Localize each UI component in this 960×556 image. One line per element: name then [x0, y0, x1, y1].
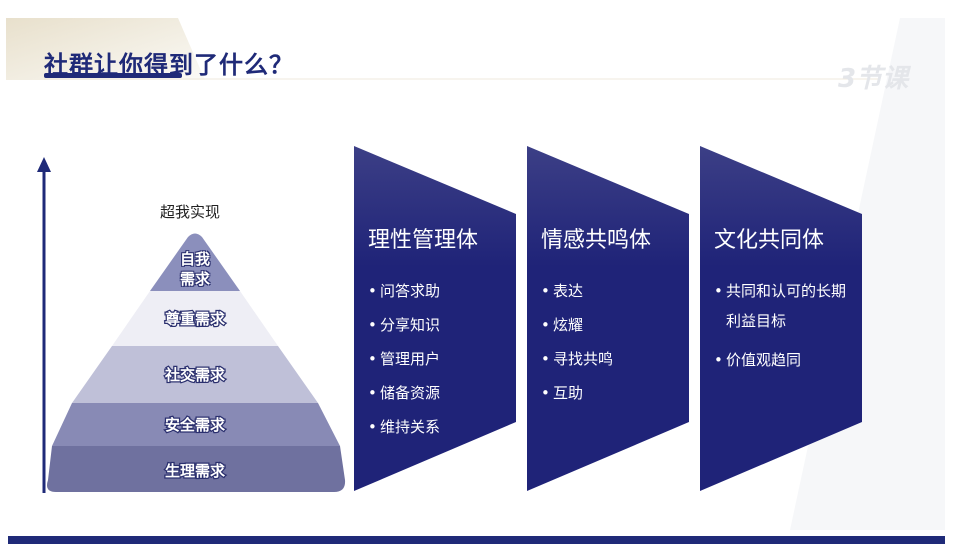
footer-bar: [8, 536, 945, 544]
title-underline: [44, 73, 182, 78]
list-item: 表达: [541, 281, 681, 301]
list-item: 价值观趋同: [714, 350, 849, 370]
pyramid-level-3: [72, 346, 318, 403]
pyramid-top-label: 超我实现: [160, 203, 221, 221]
panel-title: 文化共同体: [714, 228, 825, 253]
arrow-up-icon: [37, 157, 51, 172]
list-item: 寻找共鸣: [541, 349, 681, 369]
list-item: 共同和认可的长期利益目标: [714, 276, 849, 336]
list-item: 维持关系: [368, 417, 508, 437]
list-item: 炫耀: [541, 315, 681, 335]
panel-cultural: 文化共同体 共同和认可的长期利益目标价值观趋同: [700, 146, 862, 491]
panel-title: 理性管理体: [368, 228, 479, 253]
pyramid-level-5: [47, 446, 346, 492]
pyramid-label-1: 自我需求: [179, 250, 210, 288]
header-decoration: [6, 18, 205, 80]
brand-logo: 3节课: [838, 64, 909, 94]
list-item: 分享知识: [368, 315, 508, 335]
pyramid-level-1: [150, 233, 240, 291]
list-item: 管理用户: [368, 349, 508, 369]
pyramid-level-2: [112, 291, 278, 346]
panel-title: 情感共鸣体: [541, 228, 652, 253]
panel-emotional: 情感共鸣体 表达炫耀寻找共鸣互助: [527, 146, 689, 491]
page-title: 社群让你得到了什么？: [44, 51, 294, 79]
pyramid: [47, 233, 346, 492]
panel-rational: 理性管理体 问答求助分享知识管理用户储备资源维持关系: [354, 146, 516, 491]
list-item: 问答求助: [368, 281, 508, 301]
list-item: 储备资源: [368, 383, 508, 403]
list-item: 互助: [541, 383, 681, 403]
pyramid-level-4: [52, 403, 340, 446]
